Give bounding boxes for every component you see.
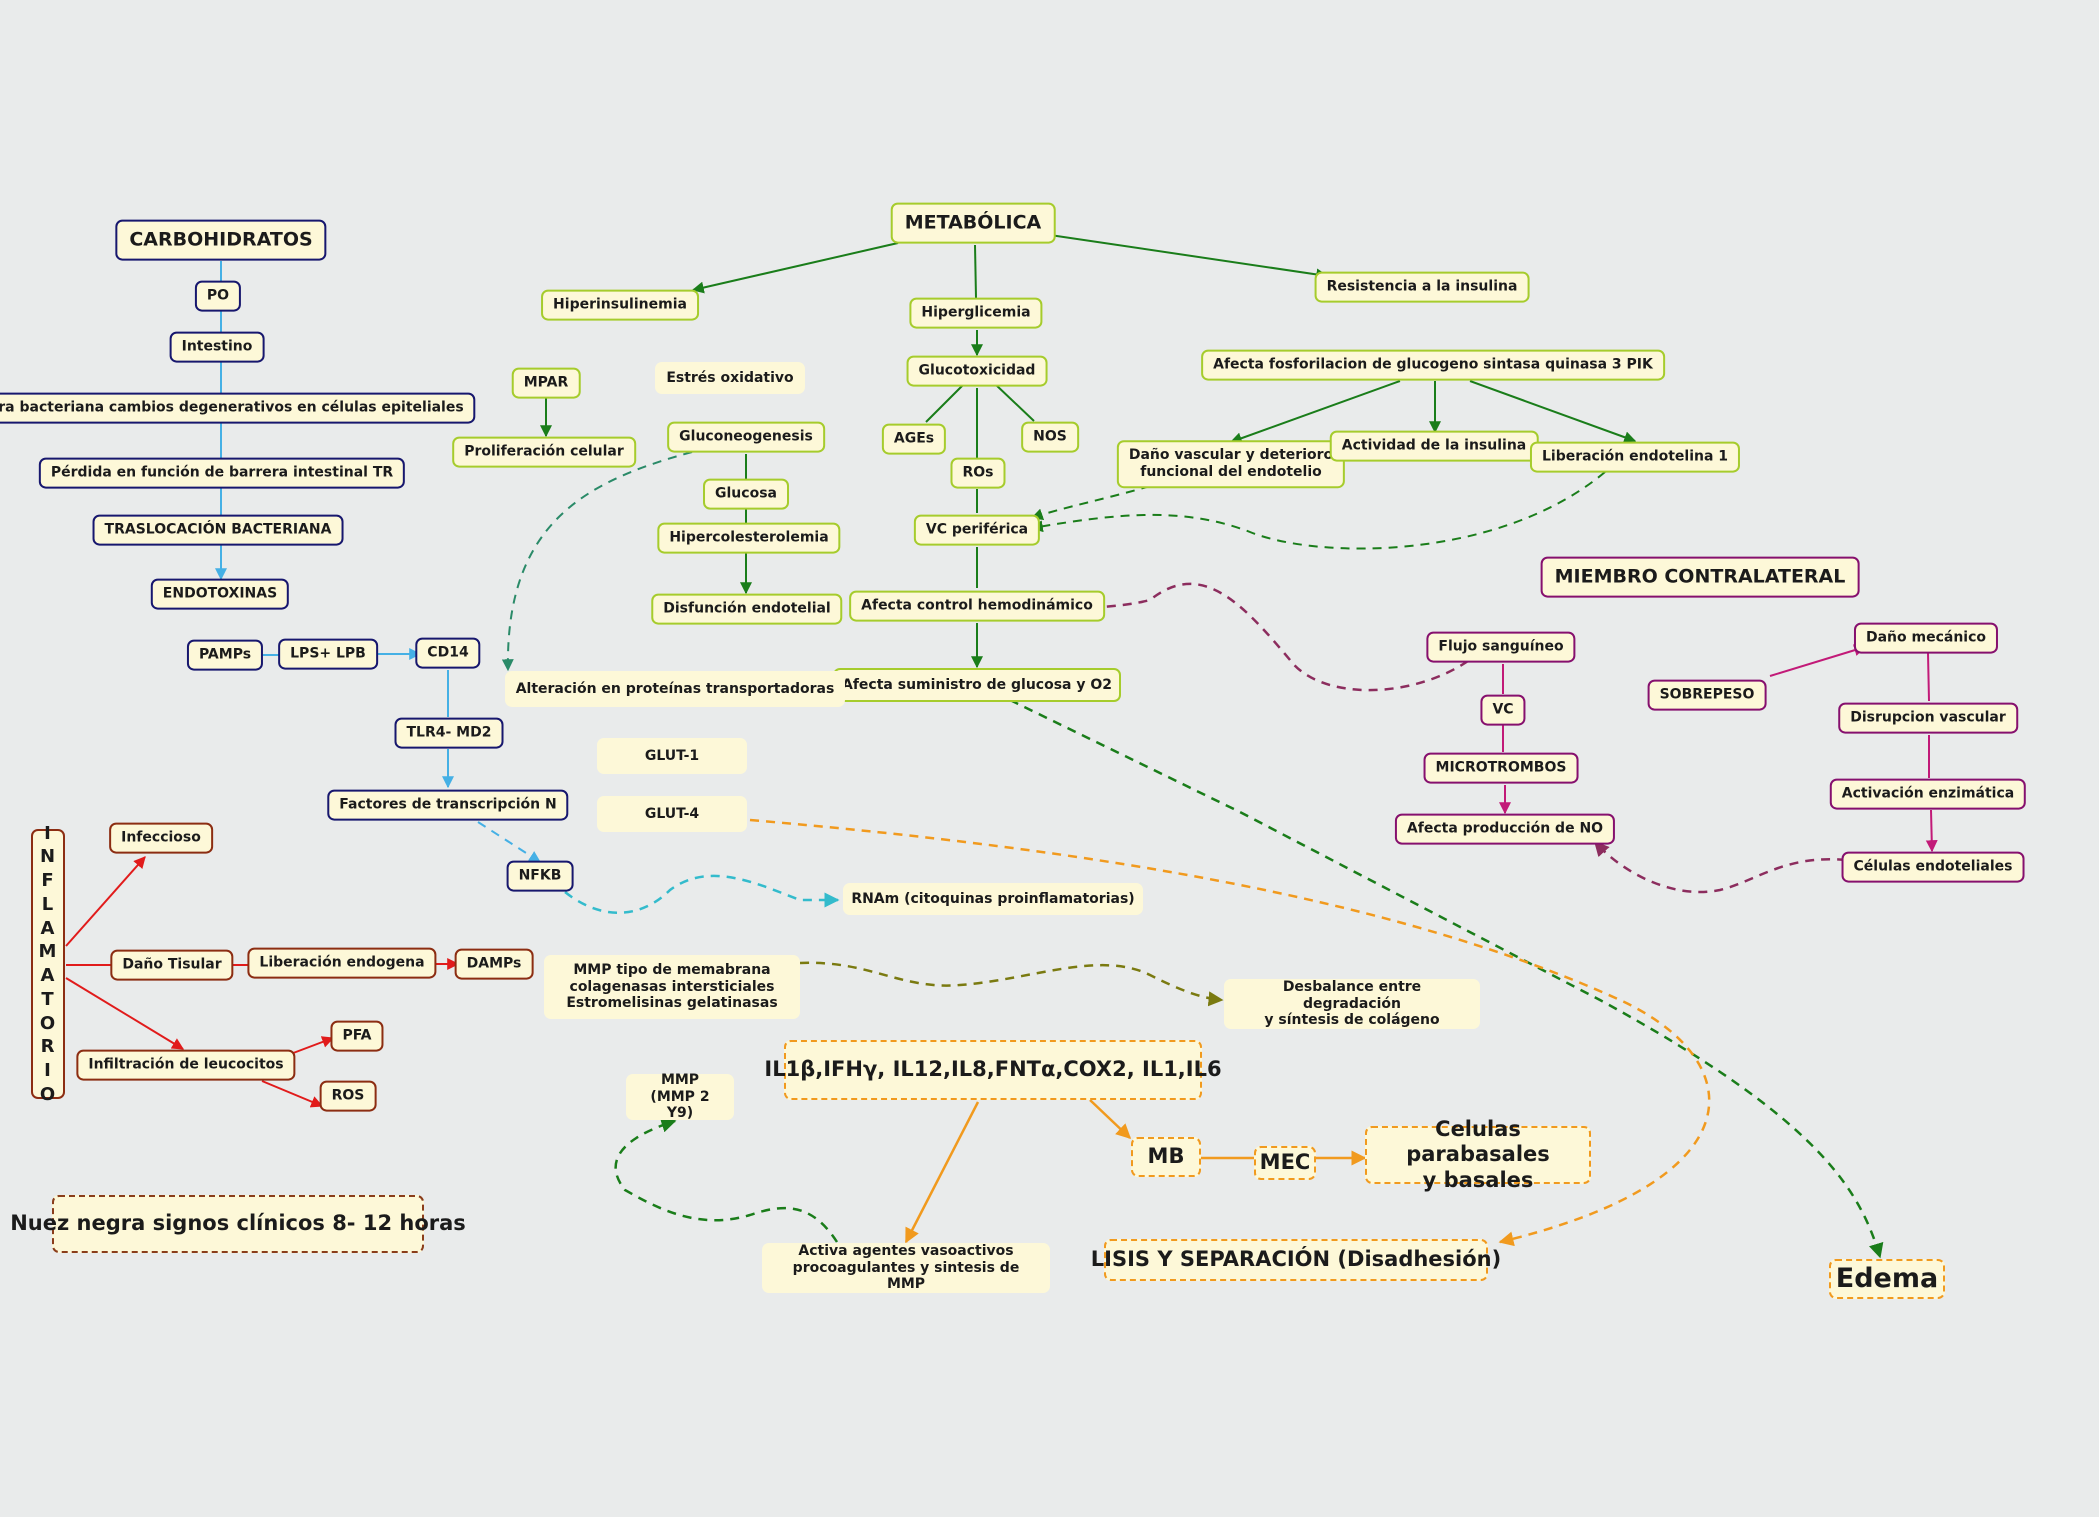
node-hipercolesterolemia: Hipercolesterolemia	[657, 522, 841, 554]
connector-51	[1769, 644, 1867, 677]
node-tlr4: TLR4- MD2	[394, 717, 504, 749]
node-edema: Edema	[1829, 1259, 1945, 1299]
connector-10	[1229, 380, 1401, 444]
node-carbohidratos: CARBOHIDRATOS	[115, 219, 327, 261]
connector-47	[1088, 582, 1469, 692]
node-nos: NOS	[1021, 421, 1079, 453]
node-perdida: Pérdida en función de barrera intestinal…	[38, 457, 406, 489]
connector-55	[1594, 840, 1863, 894]
node-glucotoxicidad: Glucotoxicidad	[906, 355, 1048, 387]
node-ros-g: ROs	[950, 457, 1006, 489]
node-glut1: GLUT-1	[597, 738, 747, 774]
connector-39	[261, 1080, 324, 1108]
connector-0	[691, 242, 899, 294]
node-glut4: GLUT-4	[597, 796, 747, 832]
connector-54	[1925, 809, 1938, 853]
node-ros-r: ROS	[319, 1080, 377, 1112]
connector-40	[799, 961, 1224, 1007]
node-celulas-para: Celulas parabasales y basales	[1365, 1117, 1591, 1192]
node-pfa: PFA	[330, 1020, 384, 1052]
node-infiltracion: Infiltración de leucocitos	[76, 1049, 296, 1081]
node-miembro: MIEMBRO CONTRALATERAL	[1540, 556, 1860, 598]
node-intestino: Intestino	[169, 331, 265, 363]
node-afecta-control: Afecta control hemodinámico	[849, 590, 1105, 622]
node-factores: Factores de transcripción N	[327, 789, 569, 821]
connector-41	[1089, 1099, 1132, 1140]
connector-17	[501, 451, 693, 672]
node-po: PO	[194, 280, 242, 312]
node-afecta-no: Afecta producción de NO	[1394, 813, 1616, 845]
node-activacion: Activación enzimática	[1829, 778, 2027, 810]
node-damps: DAMPs	[454, 948, 534, 980]
node-desbalance: Desbalance entre degradación y síntesis …	[1224, 979, 1480, 1029]
node-activa: Activa agentes vasoactivos procoagulante…	[762, 1243, 1050, 1293]
node-mec: MEC	[1254, 1146, 1316, 1180]
connector-19	[1030, 471, 1606, 550]
node-glucosa: Glucosa	[703, 478, 789, 510]
node-celulas-endo: Células endoteliales	[1841, 851, 2025, 883]
node-il: IL1β,IFHγ, IL12,IL8,FNTα,COX2, IL1,IL6	[764, 1040, 1222, 1100]
node-proliferacion: Proliferación celular	[452, 436, 636, 468]
connector-2	[974, 244, 977, 299]
connector-52	[1927, 652, 1930, 702]
node-disfuncion: Disfunción endotelial	[651, 593, 843, 625]
node-dano-tisular: Daño Tisular	[110, 949, 234, 981]
node-traslocacion: TRASLOCACIÓN BACTERIANA	[92, 514, 344, 546]
node-flora: Flora bacteriana cambios degenerativos e…	[0, 392, 476, 424]
connector-31	[477, 821, 542, 863]
connector-1	[1049, 234, 1329, 281]
node-rnam: RNAm (citoquinas proinflamatorias)	[843, 883, 1143, 915]
connector-37	[65, 977, 185, 1050]
node-afecta-fosfo: Afecta fosforilacion de glucogeno sintas…	[1201, 349, 1665, 381]
node-afecta-suministro: Afecta suministro de glucosa y O2	[833, 668, 1121, 702]
node-cd14: CD14	[415, 637, 481, 669]
node-vc-periferica: VC periférica	[913, 514, 1041, 546]
node-liberacion-endogena: Liberación endogena	[247, 947, 437, 979]
node-gluconeogenesis: Gluconeogenesis	[667, 421, 825, 453]
node-liberacion-endotelina: Liberación endotelina 1	[1529, 441, 1741, 473]
connector-46	[749, 818, 1711, 1247]
node-nuez: Nuez negra signos clínicos 8- 12 horas	[10, 1195, 466, 1253]
node-mb: MB	[1131, 1137, 1201, 1177]
node-hiperglicemia: Hiperglicemia	[909, 297, 1043, 329]
node-infeccioso: Infeccioso	[109, 822, 213, 854]
node-disrupcion: Disrupcion vascular	[1838, 702, 2018, 734]
node-dano-mecanico: Daño mecánico	[1853, 622, 1999, 654]
node-dano-vascular: Daño vascular y deterioro funcional del …	[1116, 440, 1346, 488]
connector-32	[564, 874, 840, 914]
node-endotoxinas: ENDOTOXINAS	[150, 578, 290, 610]
node-lisis: LISIS Y SEPARACIÓN (Disadhesión)	[1091, 1239, 1501, 1281]
node-mpar: MPAR	[511, 367, 581, 399]
node-lps: LPS+ LPB	[278, 638, 378, 670]
node-estres: Estrés oxidativo	[655, 362, 805, 394]
connector-33	[65, 856, 146, 947]
node-vc: VC	[1480, 694, 1526, 726]
connector-5	[994, 383, 1035, 422]
node-resistencia: Resistencia a la insulina	[1314, 271, 1530, 303]
connector-18	[1030, 485, 1151, 521]
node-inflamatorio: I N F L A M A T O R I O	[31, 823, 65, 1105]
node-ages: AGEs	[881, 423, 947, 455]
connector-42	[904, 1101, 980, 1244]
node-mmp2: MMP (MMP 2 Y9)	[626, 1072, 734, 1121]
node-actividad-insulina: Actividad de la insulina	[1329, 430, 1539, 462]
node-sobrepeso: SOBREPESO	[1647, 679, 1767, 711]
connector-12	[1469, 380, 1637, 443]
node-microtrombos: MICROTROMBOS	[1423, 752, 1579, 784]
node-alteracion: Alteración en proteínas transportadoras	[505, 671, 845, 707]
node-metabolica: METABÓLICA	[890, 202, 1056, 244]
node-flujo: Flujo sanguíneo	[1426, 631, 1576, 663]
node-hiperinsulinemia: Hiperinsulinemia	[541, 289, 699, 321]
connector-45	[614, 1117, 839, 1243]
node-nfkb: NFKB	[506, 860, 574, 892]
node-mmp-membrana: MMP tipo de memabrana colagenasas inters…	[544, 955, 800, 1019]
connector-4	[925, 384, 964, 423]
node-pamps: PAMPs	[186, 639, 264, 671]
